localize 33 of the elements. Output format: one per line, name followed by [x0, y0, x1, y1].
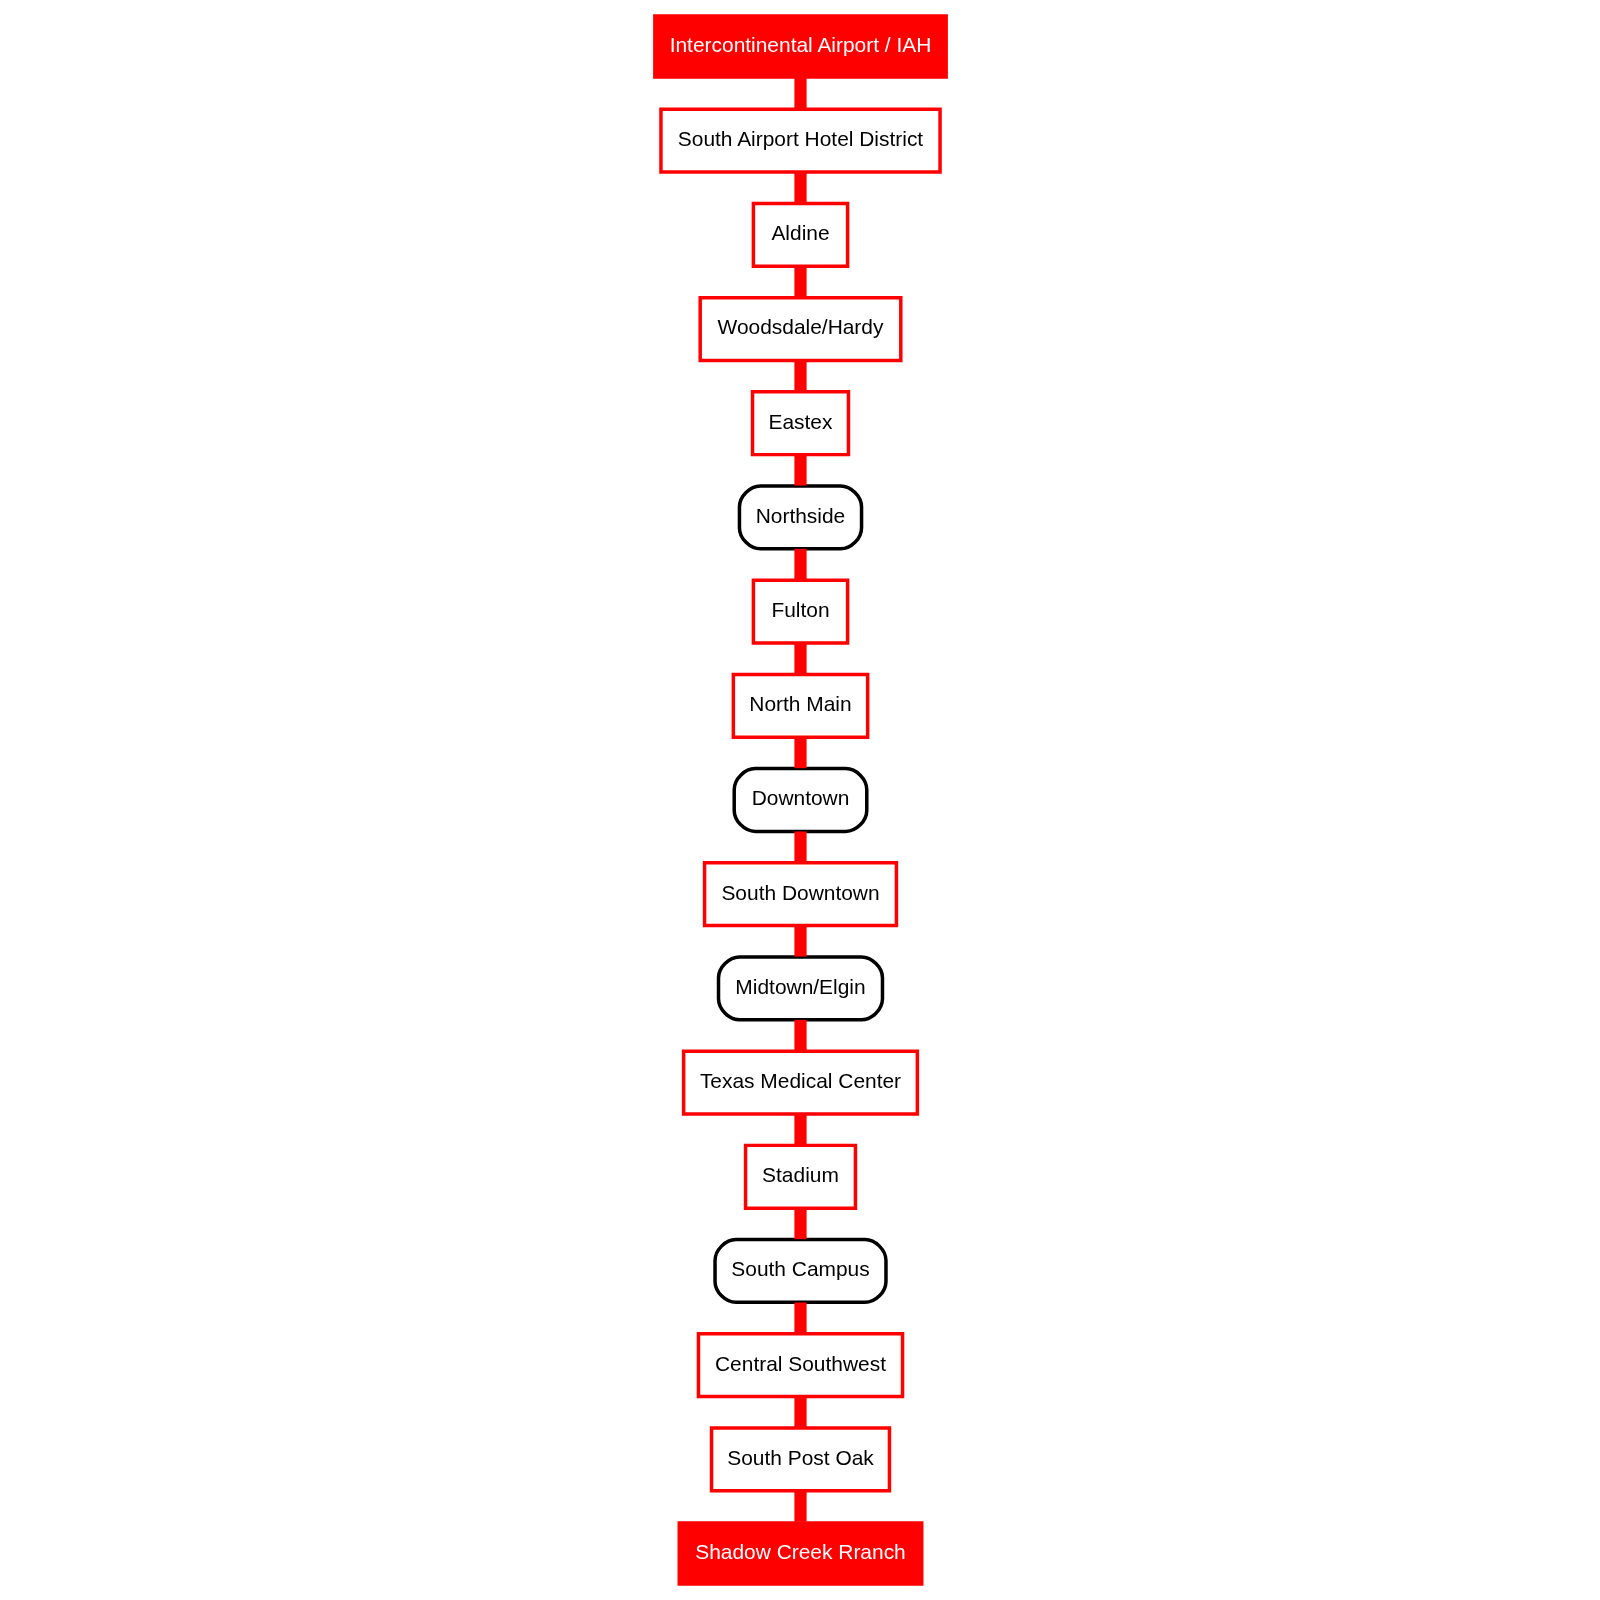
node-box: North Main — [731, 672, 869, 739]
connector — [793, 1019, 807, 1051]
connector — [793, 172, 807, 203]
connector — [793, 737, 807, 769]
connector — [793, 1114, 807, 1145]
connector — [793, 454, 807, 486]
node-box: South Post Oak — [709, 1426, 891, 1493]
node-box: South Airport Hotel District — [658, 107, 942, 174]
connector — [793, 77, 807, 109]
node-box: South Campus — [712, 1237, 888, 1305]
node-box: Fulton — [751, 578, 849, 645]
node-box: Midtown/Elgin — [716, 955, 884, 1022]
node-box: South Downtown — [702, 861, 898, 928]
connector — [793, 1490, 807, 1522]
connector — [793, 548, 807, 580]
node-box: Woodsdale/Hardy — [697, 295, 903, 363]
connector — [793, 266, 807, 298]
node-box: Central Southwest — [696, 1332, 904, 1399]
connector — [793, 925, 807, 957]
node-box: Stadium — [743, 1143, 857, 1210]
connector — [793, 360, 807, 392]
node-box: Eastex — [750, 390, 850, 457]
node-box: Shadow Creek Rranch — [677, 1521, 923, 1586]
node-box: Intercontinental Airport / IAH — [652, 14, 948, 79]
node-box: Downtown — [731, 766, 869, 834]
connector — [793, 1302, 807, 1334]
node-box: Texas Medical Center — [681, 1049, 919, 1116]
node-box: Northside — [737, 484, 863, 551]
connector — [793, 1396, 807, 1428]
connector — [793, 1208, 807, 1240]
node-box: Aldine — [751, 201, 849, 268]
connector — [793, 831, 807, 863]
connector — [793, 643, 807, 674]
